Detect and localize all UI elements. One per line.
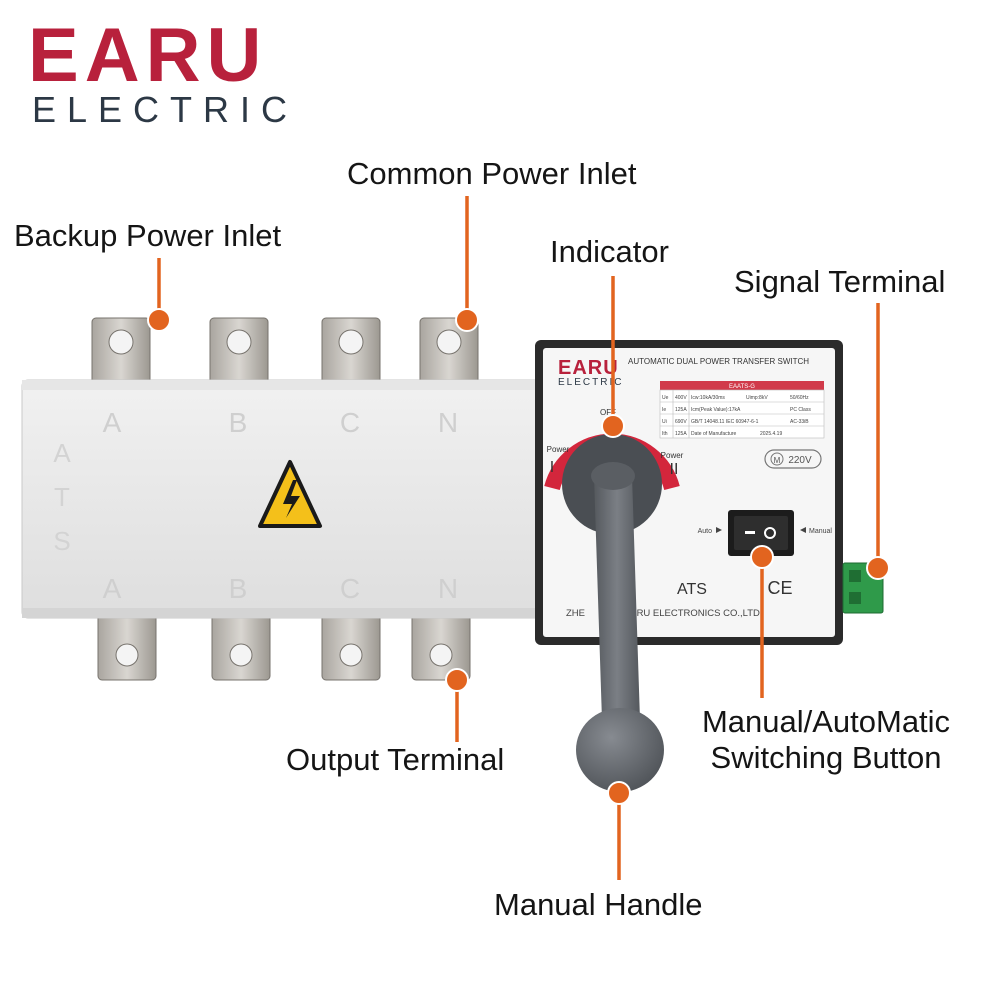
brand-subtitle: ELECTRIC	[32, 89, 299, 130]
side-text-t: T	[54, 482, 70, 512]
spec-cell: 400V	[675, 395, 687, 401]
side-text-a: A	[53, 438, 71, 468]
top-terminals	[91, 317, 479, 397]
top-label-n: N	[438, 407, 458, 438]
voltage-badge-prefix: M	[774, 456, 781, 465]
voltage-badge-text: 220V	[788, 455, 812, 466]
panel-header: AUTOMATIC DUAL POWER TRANSFER SWITCH	[628, 357, 809, 366]
brand-logo: EARU	[28, 13, 268, 98]
top-terminal-n	[419, 317, 479, 397]
dial-power2-label: Power	[661, 451, 684, 460]
spec-cell: Ue	[662, 395, 669, 401]
spec-cell: PC Class	[790, 407, 811, 413]
high-voltage-warning-icon	[258, 460, 322, 528]
top-terminal-c	[321, 317, 381, 397]
callout-dot	[601, 414, 625, 438]
spec-cell: Icm(Peak Value):17kA	[691, 407, 741, 413]
callout-manual-auto-line2: Switching Button	[710, 739, 942, 775]
bottom-terminals	[97, 609, 471, 681]
spec-cell: Ie	[662, 407, 666, 413]
callout-dot	[750, 545, 774, 569]
callout-manual-auto-line1: Manual/AutoMatic	[701, 704, 951, 739]
callout-common-power-inlet: Common Power Inlet	[347, 156, 637, 191]
top-terminal-a	[91, 317, 151, 397]
spec-cell: Ui	[662, 419, 667, 425]
manual-arrow-icon	[800, 527, 806, 533]
callout-dot	[147, 308, 171, 332]
top-label-b: B	[229, 407, 248, 438]
spec-cell: 50/60Hz	[790, 395, 809, 401]
callout-indicator: Indicator	[550, 234, 669, 269]
callout-manual-handle: Manual Handle	[494, 887, 703, 922]
manual-handle[interactable]	[576, 462, 664, 792]
spec-cell: GB/T 14048.11 IEC 60947-6-1	[691, 419, 759, 425]
ce-mark: CE	[767, 578, 792, 598]
ats-label: ATS	[677, 581, 707, 598]
auto-label: Auto	[698, 528, 713, 535]
auto-arrow-icon	[716, 527, 722, 533]
bottom-label-a: A	[103, 573, 122, 604]
bottom-label-b: B	[229, 573, 248, 604]
top-label-c: C	[340, 407, 360, 438]
callout-dot	[607, 781, 631, 805]
spec-table	[659, 381, 825, 439]
callout-manual-auto-switch: Manual/AutoMatic Switching Button	[680, 704, 972, 775]
bottom-terminal-b	[211, 609, 271, 681]
callout-dot	[866, 556, 890, 580]
callout-output-terminal: Output Terminal	[286, 742, 505, 777]
manual-label: Manual	[809, 528, 832, 535]
bottom-label-c: C	[340, 573, 360, 604]
spec-cell: AC-33iB	[790, 419, 809, 425]
side-text-s: S	[53, 526, 70, 556]
bottom-label-n: N	[438, 573, 458, 604]
spec-cell: Uimp:8kV	[746, 395, 768, 401]
spec-cell: Date of Manufacture	[691, 431, 737, 437]
bottom-terminal-c	[321, 609, 381, 681]
top-terminal-b	[209, 317, 269, 397]
dial-off-label: OFF	[600, 408, 616, 417]
spec-cell: 690V	[675, 419, 687, 425]
callout-dots	[147, 308, 890, 805]
spec-model: EAATS-G	[729, 384, 755, 390]
dial-power2-numeral: II	[670, 461, 679, 478]
spec-cell: 2025.4.19	[760, 431, 782, 437]
callout-backup-power-inlet: Backup Power Inlet	[14, 218, 282, 253]
bottom-terminal-a	[97, 609, 157, 681]
manual-auto-switch[interactable]	[728, 510, 794, 556]
dial-power1-numeral: I	[550, 459, 554, 476]
bottom-terminal-n	[411, 609, 471, 681]
panel-logo: EARU	[558, 357, 619, 379]
voltage-badge	[764, 449, 822, 469]
callout-dot	[455, 308, 479, 332]
panel-logo-sub: ELECTRIC	[558, 377, 623, 388]
spec-cell: 125A	[675, 407, 687, 413]
callout-dot	[445, 668, 469, 692]
spec-cell: 125A	[675, 431, 687, 437]
spec-cell: Icw:10kA/30ms	[691, 395, 725, 401]
top-label-a: A	[103, 407, 122, 438]
dial-power1-label: Power	[547, 445, 570, 454]
company-name: ZHE YOU EARU ELECTRONICS CO.,LTD.	[566, 608, 763, 619]
callout-signal-terminal: Signal Terminal	[734, 264, 946, 299]
spec-cell: Ith	[662, 431, 668, 437]
